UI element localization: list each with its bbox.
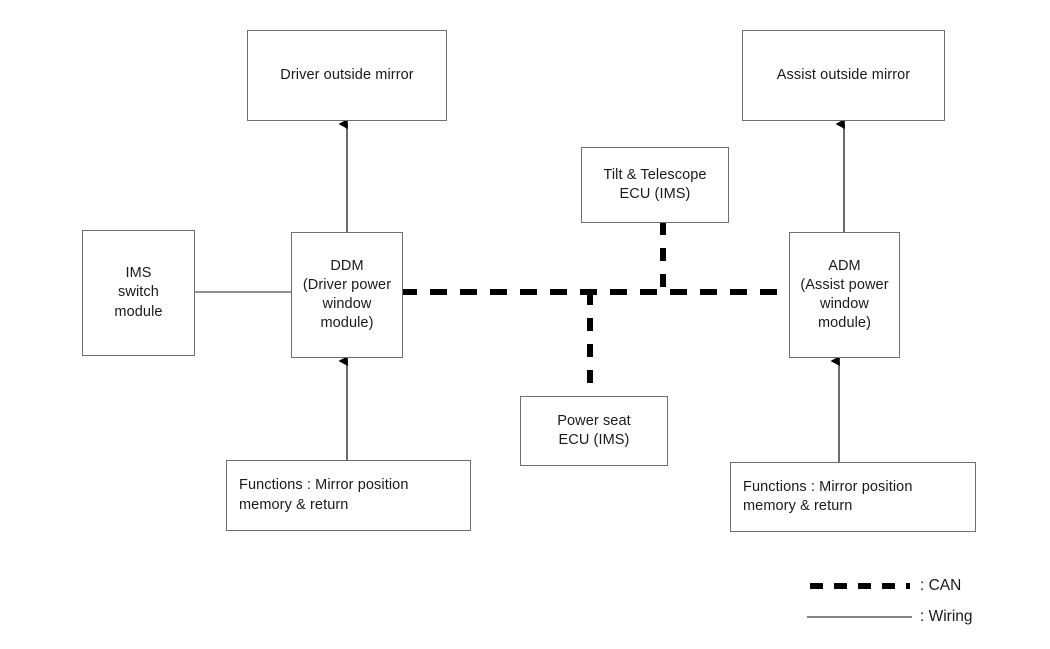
solid-line-icon: [800, 610, 912, 624]
node-label: Functions : Mirror position memory & ret…: [743, 478, 913, 514]
node-label: IMS switch module: [114, 265, 163, 320]
node-label: Driver outside mirror: [280, 66, 414, 83]
legend: : CAN : Wiring: [800, 570, 1030, 632]
node-functions-assist-side[interactable]: Functions : Mirror position memory & ret…: [730, 462, 976, 532]
node-label: Functions : Mirror position memory & ret…: [239, 477, 409, 513]
node-label: DDM (Driver power window module): [302, 257, 392, 332]
node-ddm-driver-power-window-module[interactable]: DDM (Driver power window module): [291, 232, 403, 358]
node-label: Tilt & Telescope ECU (IMS): [603, 166, 707, 202]
node-label: ADM (Assist power window module): [800, 257, 889, 332]
node-ims-switch-module[interactable]: IMS switch module: [82, 230, 195, 356]
node-functions-driver-side[interactable]: Functions : Mirror position memory & ret…: [226, 460, 471, 531]
legend-label-wiring: : Wiring: [920, 607, 973, 625]
node-label: Assist outside mirror: [776, 66, 911, 83]
legend-label-can: : CAN: [920, 576, 962, 594]
legend-item-wiring: : Wiring: [800, 601, 1030, 632]
node-power-seat-ecu[interactable]: Power seat ECU (IMS): [520, 396, 668, 466]
node-tilt-and-telescope-ecu[interactable]: Tilt & Telescope ECU (IMS): [581, 147, 729, 223]
node-assist-outside-mirror[interactable]: Assist outside mirror: [742, 30, 945, 121]
legend-item-can: : CAN: [800, 570, 1030, 601]
node-adm-assist-power-window-module[interactable]: ADM (Assist power window module): [789, 232, 900, 358]
node-driver-outside-mirror[interactable]: Driver outside mirror: [247, 30, 447, 121]
node-label: Power seat ECU (IMS): [557, 412, 631, 448]
dashed-line-icon: [800, 579, 912, 593]
